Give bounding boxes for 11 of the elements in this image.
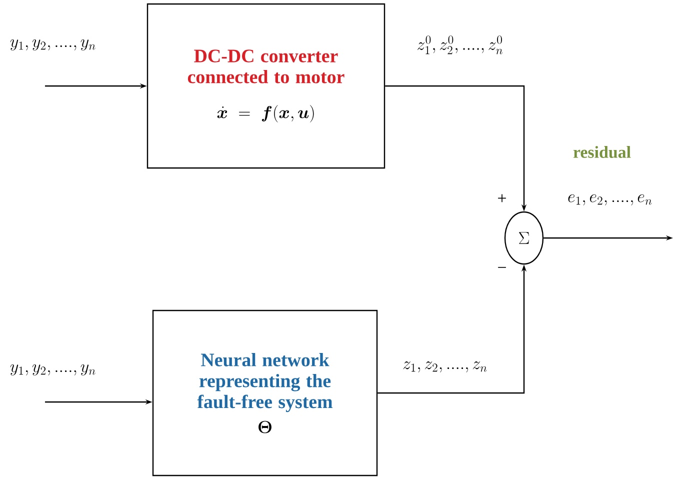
sign-label: − [498,266,506,268]
summing-junction: $\Sigma$ [504,211,544,265]
process-box: Neural network representing the fault-free system $\bm{\Theta}$ [152,310,378,476]
signal-label: $z_1,z_2,....,z_n$ [401,360,489,374]
sign-label: + [498,194,506,202]
process-box: DC-DC converter connected to motor $\dot{\bm{x}}=\bm{f}(\bm{x},\bm{u})$ [146,3,386,169]
signal-label: $z_1^0,z_2^0,....,z_n^0$ [416,34,504,56]
signal-label: $y_1,y_2,....,y_n$ [8,38,98,52]
signal-label: $e_1,e_2,....,e_n$ [566,194,654,206]
annotation: residual [573,146,631,158]
signal-label: $y_1,y_2,....,y_n$ [8,364,98,376]
